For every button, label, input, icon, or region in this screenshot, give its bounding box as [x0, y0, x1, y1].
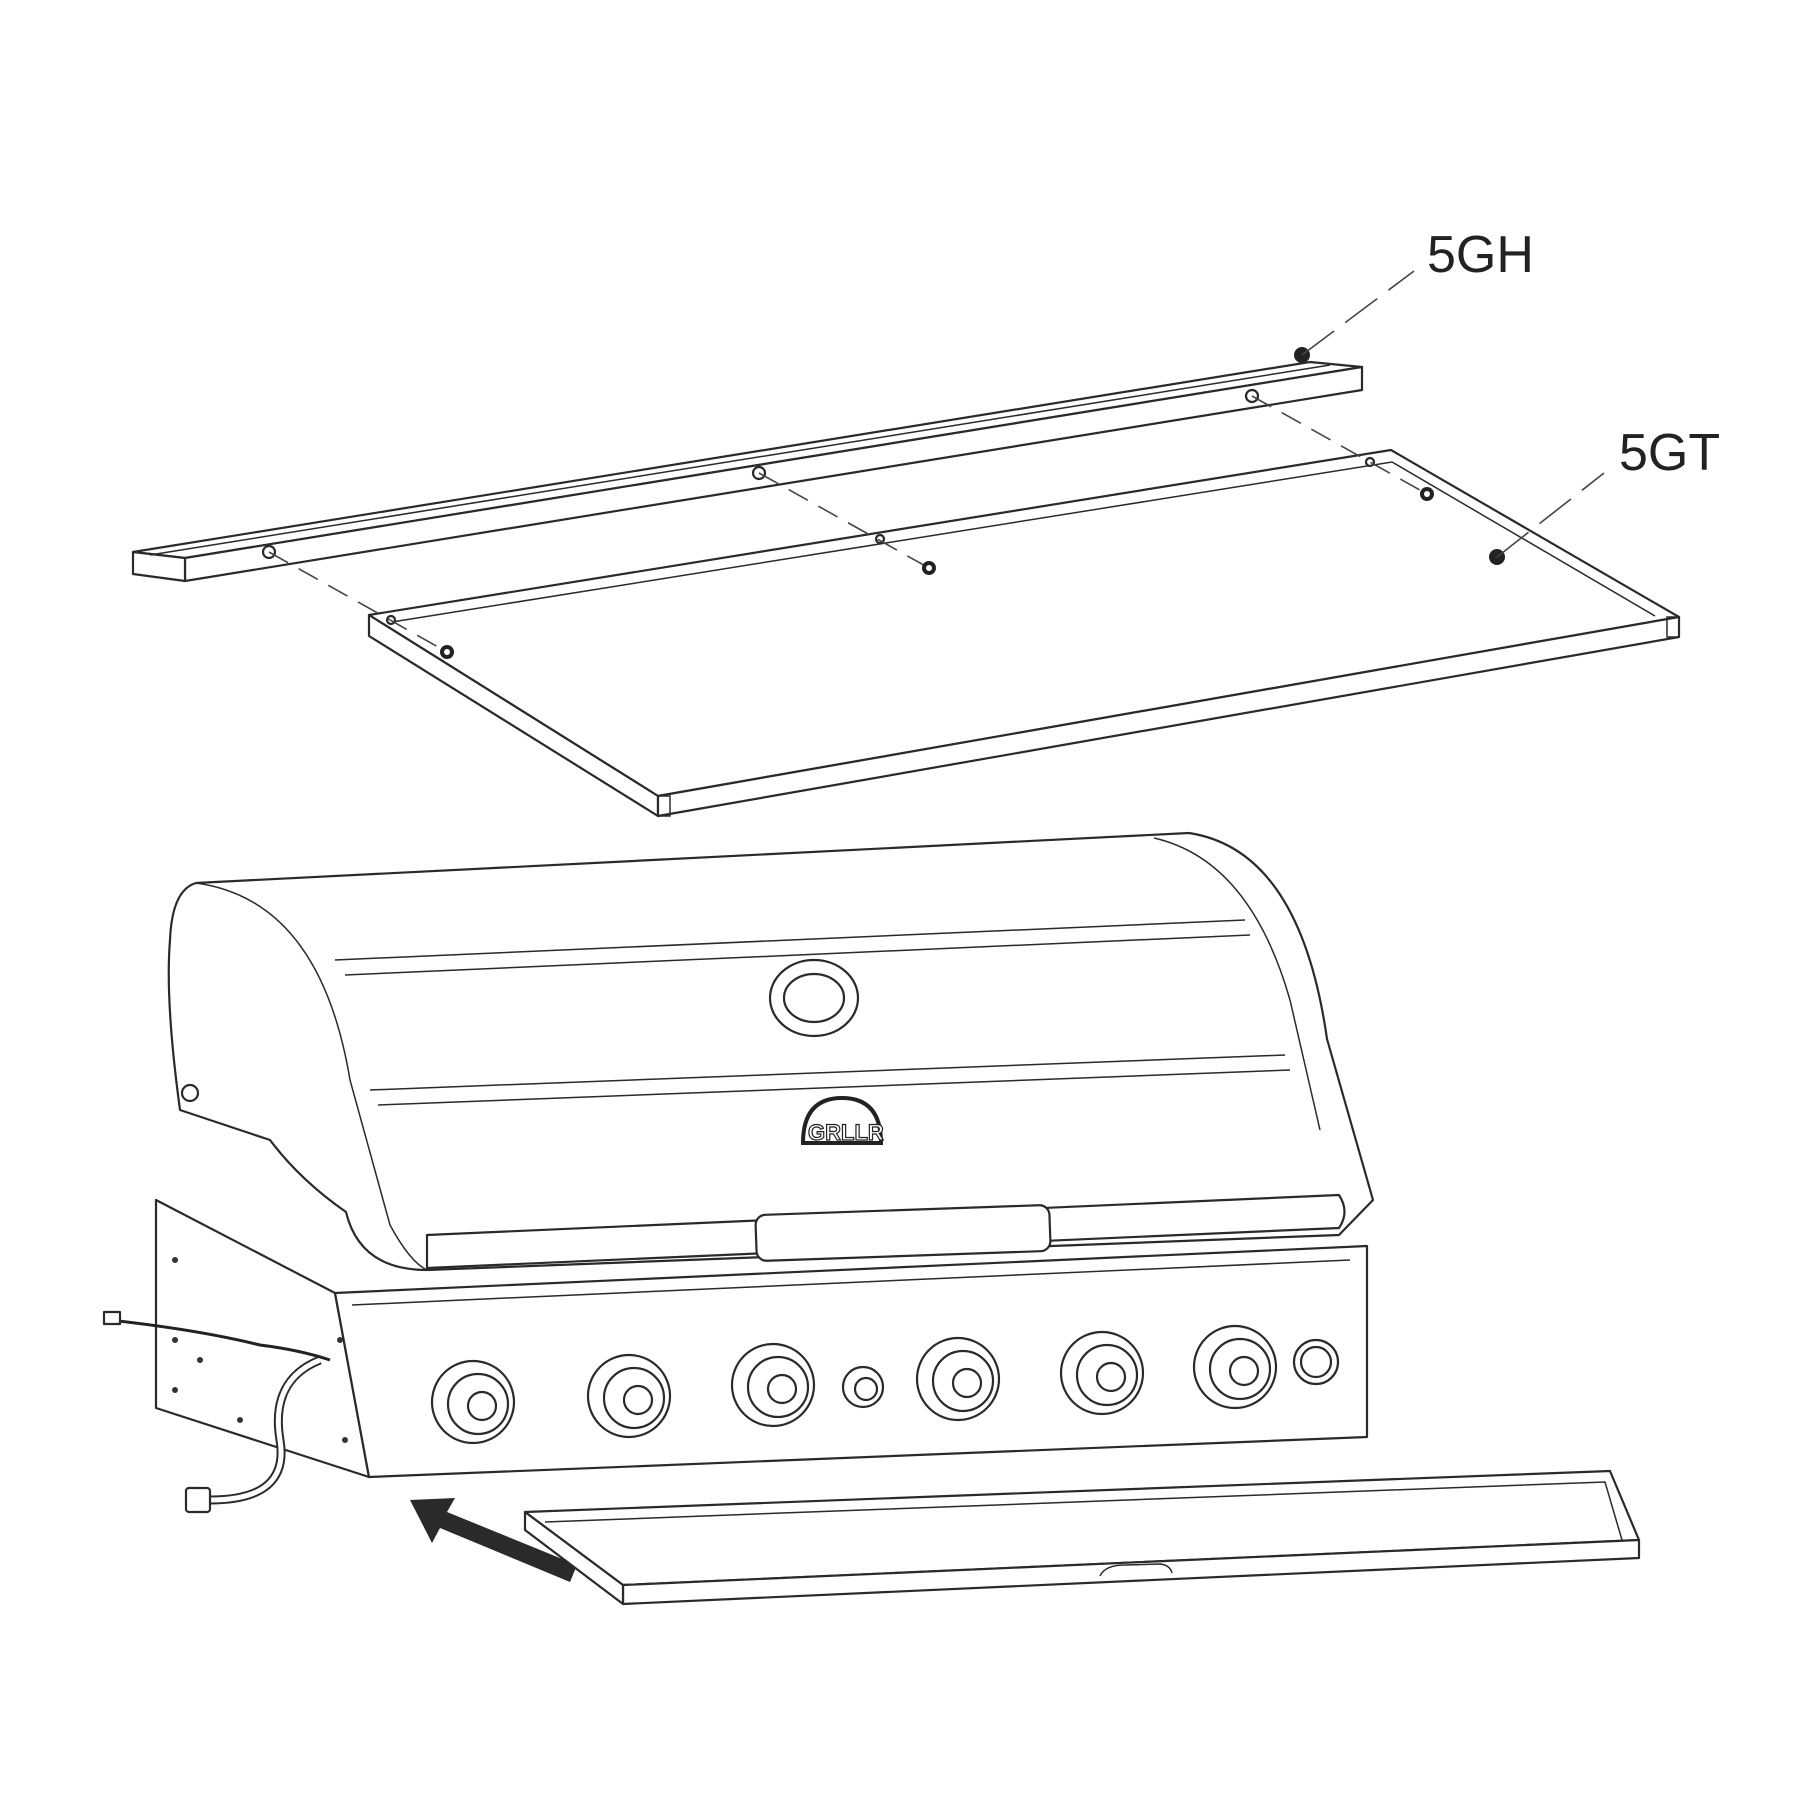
svg-text:GRLLR: GRLLR: [808, 1120, 884, 1145]
ignition-button-icon[interactable]: [841, 1365, 885, 1409]
screw-icon: [1420, 487, 1434, 501]
knob-icon[interactable]: [730, 1342, 816, 1428]
callout-5gh: 5GH: [1294, 226, 1534, 363]
callout-label-5gt: 5GT: [1619, 424, 1720, 482]
control-panel: [333, 1244, 1369, 1479]
rail-5gh: [131, 360, 1364, 583]
arrow-icon: [410, 1498, 577, 1582]
vent-grill: [754, 1204, 1052, 1262]
screws: [440, 487, 1434, 659]
grill: GRLLR: [102, 831, 1375, 1514]
temperature-gauge-icon: [768, 958, 860, 1038]
tray-5gt: [367, 448, 1681, 818]
callout-label-5gh: 5GH: [1427, 226, 1534, 284]
callout-5gt: 5GT: [1489, 424, 1720, 565]
control-knobs: [430, 1324, 1340, 1445]
screw-icon: [440, 645, 454, 659]
grill-side-panel: [154, 1198, 371, 1479]
alignment-lines: [268, 395, 1428, 653]
knob-icon[interactable]: [915, 1336, 1001, 1422]
drip-tray: [523, 1469, 1641, 1606]
grllr-logo: GRLLR: [800, 1095, 884, 1146]
screw-icon: [922, 561, 936, 575]
knob-icon[interactable]: [586, 1353, 672, 1439]
light-button-icon[interactable]: [1292, 1338, 1340, 1386]
gas-hose: [102, 1310, 331, 1514]
knob-icon[interactable]: [1192, 1324, 1278, 1410]
knob-icon[interactable]: [430, 1359, 516, 1445]
knob-icon[interactable]: [1059, 1330, 1145, 1416]
